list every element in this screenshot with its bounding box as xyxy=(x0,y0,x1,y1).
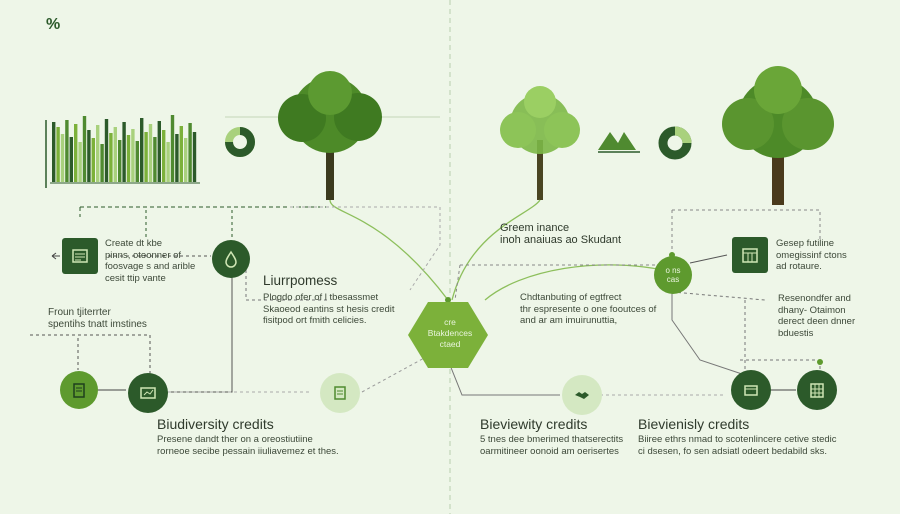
right-node-label: o ns cas xyxy=(665,266,681,284)
mini-bar xyxy=(153,137,157,182)
handshake-icon xyxy=(575,392,589,399)
building-node[interactable] xyxy=(797,370,837,410)
mini-bar xyxy=(170,115,175,182)
mini-bar xyxy=(104,119,109,182)
mini-bar xyxy=(126,135,131,182)
connector-tree-left-hub xyxy=(329,199,449,301)
mini-bar xyxy=(184,138,188,182)
bottom-mid-text: 5 tnes dee bmerimed thatserectits oarmit… xyxy=(480,434,624,457)
building-icon xyxy=(810,383,824,398)
tree-right xyxy=(722,66,834,205)
right-top-text: Gesep futiline omegissinf ctons ad rotau… xyxy=(776,238,847,272)
mini-bar xyxy=(188,123,192,182)
mini-bar-chart xyxy=(50,115,200,184)
mini-bar xyxy=(192,132,197,182)
mini-bar xyxy=(175,134,179,182)
left-text: Presene dandt ther on a oreostiutiine ro… xyxy=(157,434,339,457)
calendar-icon xyxy=(742,248,758,263)
clipboard-icon xyxy=(73,383,85,398)
mini-bar xyxy=(60,134,65,182)
water-node[interactable] xyxy=(212,240,250,278)
junction-dot xyxy=(817,359,823,365)
water-drop-icon xyxy=(225,250,237,268)
mini-bar xyxy=(82,116,87,182)
mini-bar xyxy=(122,122,126,182)
bottom-right-text: Biiree ethrs nmad to scotenlincere cetiv… xyxy=(638,434,837,457)
clipboard-node[interactable] xyxy=(60,371,98,409)
tree-middle xyxy=(500,86,580,200)
mini-bar xyxy=(56,127,60,182)
center-left-title: Liurrpomess xyxy=(263,273,338,288)
mini-bar xyxy=(179,126,183,182)
ledger-text: Create dt kbe pinns, oteonner of foosvag… xyxy=(105,238,196,284)
center-left-text: Plogdo ofer of l tbesassmet Skaoeod eant… xyxy=(263,292,395,326)
card-icon xyxy=(744,385,758,396)
mini-bar xyxy=(78,142,82,182)
mini-bar xyxy=(65,120,69,182)
calendar-node[interactable] xyxy=(732,237,768,273)
tree-left xyxy=(278,71,382,200)
connector-left-node xyxy=(79,206,330,217)
connector-hub-right xyxy=(484,264,673,301)
handshake-node[interactable] xyxy=(562,375,602,415)
screen-node[interactable] xyxy=(128,373,168,413)
logo-icon: % xyxy=(46,16,61,33)
mini-bar xyxy=(148,124,153,182)
mini-bar xyxy=(166,142,170,182)
donut-chart-right xyxy=(658,126,692,160)
left-mid-text: Froun tjiterrter spentihs tnatt imstines xyxy=(48,307,147,330)
mountain-icon xyxy=(598,132,640,153)
mini-bar xyxy=(69,137,73,182)
mini-bar xyxy=(113,127,117,182)
mini-bar xyxy=(131,129,135,182)
mini-bar xyxy=(96,125,100,182)
mini-bar xyxy=(74,124,78,182)
center-right-top-text: Greem inance inoh anaiuas ao Skudant xyxy=(500,222,622,246)
bottom-right-title: Bievienisly credits xyxy=(638,416,750,432)
hub-hexagon xyxy=(408,302,488,368)
document-icon xyxy=(334,386,346,400)
mini-bar xyxy=(140,118,144,182)
hub-label: cre Btakdences ctaed xyxy=(427,317,473,349)
ledger-node[interactable] xyxy=(62,238,98,274)
bottom-mid-title: Bieviewity credits xyxy=(480,416,588,432)
mini-bar xyxy=(91,138,95,182)
mini-bar xyxy=(100,144,104,182)
screen-icon xyxy=(140,387,156,399)
mini-bar xyxy=(135,141,139,182)
right-mid-text: Resenondfer and dhany- Otaimon derect de… xyxy=(778,293,856,339)
donut-chart-left xyxy=(225,127,255,157)
mini-bar xyxy=(52,122,56,182)
mini-bar xyxy=(118,140,122,182)
center-right-mid-text: Chdtanbuting of egtfrect thr espresente … xyxy=(520,292,657,326)
mini-bar xyxy=(87,130,91,182)
mini-bar xyxy=(157,121,161,182)
right-label-node[interactable]: o ns cas xyxy=(654,256,692,294)
connector-tree-middle-hub xyxy=(451,199,541,301)
left-title: Biudiversity credits xyxy=(157,416,274,432)
document-node[interactable] xyxy=(320,373,360,413)
mini-bar xyxy=(109,133,113,182)
ledger-icon xyxy=(72,249,88,263)
mini-bar xyxy=(162,130,166,182)
junction-dot xyxy=(445,297,451,303)
mini-bar xyxy=(144,132,148,182)
card-node[interactable] xyxy=(731,370,771,410)
